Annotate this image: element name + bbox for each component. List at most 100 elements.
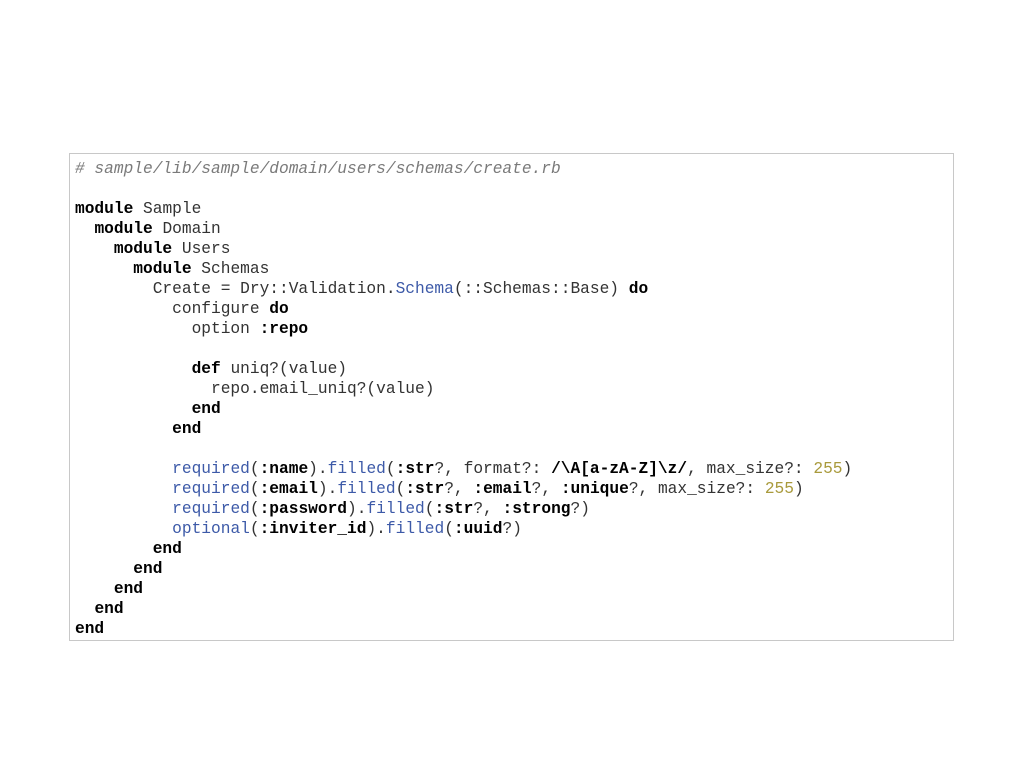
code-text: uniq?(value) xyxy=(220,360,348,378)
code-text: Create = Dry::Validation. xyxy=(75,280,396,298)
code-text xyxy=(75,240,114,258)
code-line: end xyxy=(75,619,953,639)
code-symbol: :str xyxy=(405,480,445,498)
code-line: end xyxy=(75,419,953,439)
code-text: ?, xyxy=(473,500,503,518)
code-symbol: :str xyxy=(434,500,474,518)
code-text: ( xyxy=(249,520,260,538)
code-keyword: end xyxy=(191,400,221,418)
code-line: option :repo xyxy=(75,319,953,339)
code-comment: # sample/lib/sample/domain/users/schemas… xyxy=(75,160,561,178)
code-symbol: :uuid xyxy=(453,520,503,538)
code-keyword: module xyxy=(133,260,192,278)
code-line xyxy=(75,339,953,359)
code-number: 255 xyxy=(813,460,843,478)
code-method: filled xyxy=(385,520,445,538)
code-method: required xyxy=(172,460,250,478)
code-keyword: end xyxy=(113,580,144,598)
code-text: Domain xyxy=(152,220,221,238)
code-line: module Users xyxy=(75,239,953,259)
code-text: Schemas xyxy=(191,260,270,278)
code-keyword: end xyxy=(75,620,105,638)
code-symbol: :password xyxy=(259,500,348,518)
code-symbol: :email xyxy=(259,480,318,498)
code-text: ( xyxy=(249,500,260,518)
code-line: repo.email_uniq?(value) xyxy=(75,379,953,399)
code-text xyxy=(75,520,172,538)
code-method: required xyxy=(172,480,250,498)
code-line: required(:password).filled(:str?, :stron… xyxy=(75,499,953,519)
code-line xyxy=(75,179,953,199)
code-content: # sample/lib/sample/domain/users/schemas… xyxy=(75,159,953,639)
code-line: end xyxy=(75,559,953,579)
code-line: end xyxy=(75,539,953,559)
code-text xyxy=(75,220,94,238)
code-text xyxy=(75,560,133,578)
code-block: # sample/lib/sample/domain/users/schemas… xyxy=(69,153,954,641)
code-text: ?, max_size?: xyxy=(628,480,765,498)
code-text: ) xyxy=(842,460,853,478)
code-text: ?, xyxy=(444,480,474,498)
code-text: Sample xyxy=(133,200,202,218)
code-method: Schema xyxy=(395,280,454,298)
code-symbol: :unique xyxy=(560,480,629,498)
code-keyword: module xyxy=(75,200,134,218)
code-method: filled xyxy=(337,480,396,498)
code-text: ( xyxy=(444,520,454,538)
code-keyword: end xyxy=(172,420,202,438)
code-line: Create = Dry::Validation.Schema(::Schema… xyxy=(75,279,953,299)
code-keyword: module xyxy=(113,240,173,258)
code-line: configure do xyxy=(75,299,953,319)
code-text: , max_size?: xyxy=(687,460,814,478)
code-text: ). xyxy=(317,480,338,498)
code-method: optional xyxy=(172,520,250,538)
code-text: ). xyxy=(347,500,367,518)
code-symbol: :str xyxy=(395,460,435,478)
code-symbol: :repo xyxy=(259,320,309,338)
code-text: (::Schemas::Base) xyxy=(453,280,629,298)
code-text: ( xyxy=(385,460,396,478)
code-text xyxy=(75,600,94,618)
code-text: ). xyxy=(308,460,328,478)
code-line: required(:name).filled(:str?, format?: /… xyxy=(75,459,953,479)
code-symbol: :name xyxy=(259,460,309,478)
code-text: ?, xyxy=(531,480,561,498)
code-text: repo.email_uniq?(value) xyxy=(75,380,435,398)
code-method: filled xyxy=(366,500,425,518)
code-number: 255 xyxy=(764,480,794,498)
code-line: module Sample xyxy=(75,199,953,219)
code-symbol: :strong xyxy=(502,500,571,518)
code-text: option xyxy=(75,320,260,338)
code-symbol: :inviter_id xyxy=(259,520,367,538)
code-text: ( xyxy=(249,480,260,498)
code-line: end xyxy=(75,579,953,599)
code-text xyxy=(75,540,153,558)
code-keyword: do xyxy=(628,280,649,298)
code-text: ) xyxy=(793,480,804,498)
code-text: ?) xyxy=(502,520,522,538)
code-keyword: end xyxy=(133,560,163,578)
code-text xyxy=(75,580,114,598)
code-text: ?, format?: xyxy=(434,460,552,478)
code-line: def uniq?(value) xyxy=(75,359,953,379)
code-regex: /\A[a-zA-Z]\z/ xyxy=(551,460,688,478)
code-text xyxy=(75,420,172,438)
code-keyword: end xyxy=(152,540,182,558)
code-method: required xyxy=(172,500,250,518)
code-text: ). xyxy=(366,520,386,538)
code-symbol: :email xyxy=(473,480,532,498)
code-text xyxy=(75,360,192,378)
code-text: Users xyxy=(172,240,231,258)
code-text: ( xyxy=(249,460,260,478)
code-text xyxy=(75,460,172,478)
code-text: ?) xyxy=(570,500,590,518)
code-text xyxy=(75,260,133,278)
code-line: optional(:inviter_id).filled(:uuid?) xyxy=(75,519,953,539)
code-text: ( xyxy=(424,500,435,518)
code-line: module Schemas xyxy=(75,259,953,279)
code-keyword: def xyxy=(191,360,221,378)
code-line: required(:email).filled(:str?, :email?, … xyxy=(75,479,953,499)
code-keyword: do xyxy=(269,300,289,318)
code-text xyxy=(75,480,172,498)
code-text xyxy=(75,500,172,518)
